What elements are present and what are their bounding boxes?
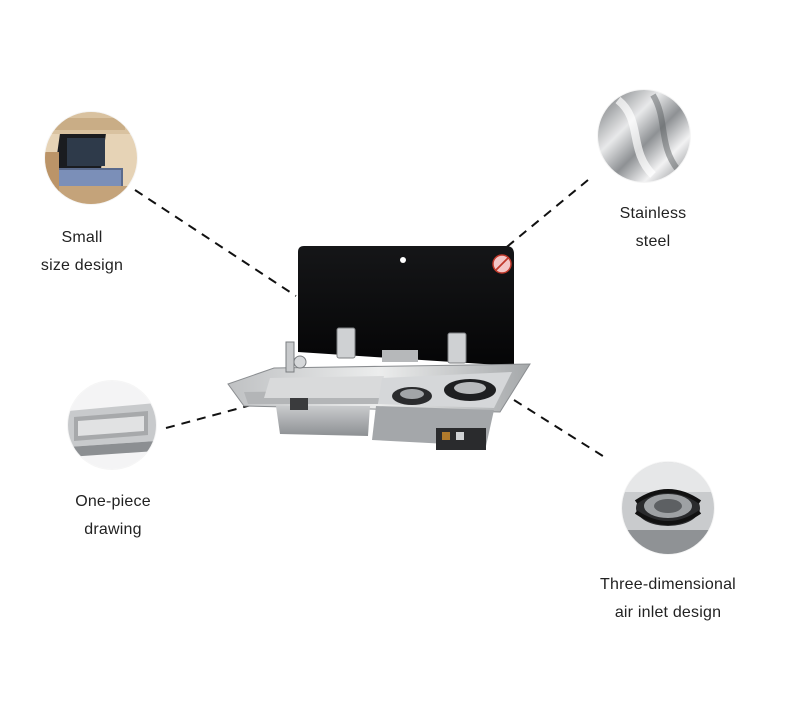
small-size-photo <box>45 112 137 204</box>
warning-icon <box>492 254 512 274</box>
hinge-right <box>447 332 467 364</box>
air-inlet-photo <box>622 462 714 554</box>
connector-air-inlet <box>513 399 607 459</box>
hinge-left <box>336 327 356 359</box>
glass-lid <box>298 246 514 366</box>
caption-small-size-line2: size design <box>40 257 124 274</box>
caption-one-piece-line2: drawing <box>84 521 142 538</box>
connector-stainless <box>496 179 589 256</box>
burner-left <box>392 387 432 405</box>
caption-stainless: Stainless steel <box>598 200 708 256</box>
caption-one-piece-line1: One-piece <box>75 493 151 510</box>
caption-small-size: Small size design <box>30 224 134 280</box>
faucet <box>285 341 295 373</box>
caption-air-inlet-line2: air inlet design <box>614 604 722 621</box>
caption-stainless-line2: steel <box>635 233 671 250</box>
connector-small-size <box>134 189 297 297</box>
caption-small-size-line1: Small <box>61 229 103 246</box>
stainless-steel-photo <box>598 90 690 182</box>
caption-air-inlet-line1: Three-dimensional <box>600 576 736 593</box>
caption-stainless-line1: Stainless <box>619 205 687 222</box>
lid-hole <box>400 257 406 263</box>
caption-air-inlet: Three-dimensional air inlet design <box>590 571 746 627</box>
burner-right <box>444 379 496 401</box>
one-piece-photo <box>68 381 156 469</box>
caption-one-piece: One-piece drawing <box>60 488 166 544</box>
